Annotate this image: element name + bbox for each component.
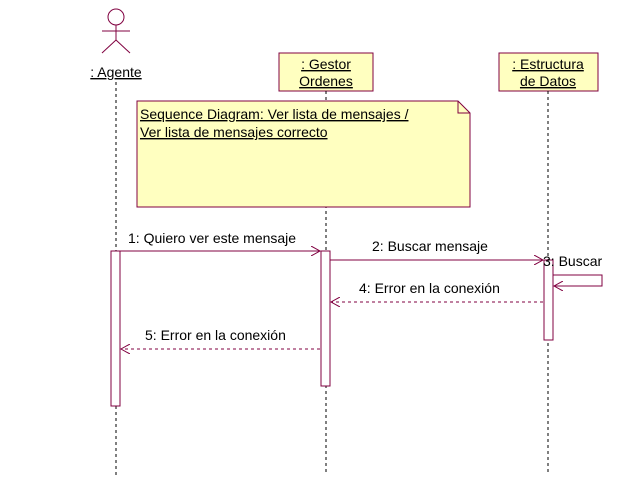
message-label: 3: Buscar bbox=[543, 253, 602, 269]
message-label: 2: Buscar mensaje bbox=[372, 238, 488, 254]
object-estructura-datos: : Estructura de Datos bbox=[498, 52, 599, 92]
object-box bbox=[278, 52, 374, 92]
note: Sequence Diagram: Ver lista de mensajes … bbox=[136, 100, 471, 208]
object-gestor-ordenes: : Gestor Ordenes bbox=[278, 52, 374, 92]
note-line-2: Ver lista de mensajes correcto bbox=[140, 124, 328, 140]
object-box bbox=[498, 52, 599, 92]
activation-estructura bbox=[543, 259, 554, 341]
actor-leg-left bbox=[101, 39, 117, 54]
object-label-line-2: de Datos bbox=[520, 73, 576, 89]
message-arrow bbox=[553, 274, 603, 286]
message-label: 1: Quiero ver este mensaje bbox=[128, 230, 296, 246]
message-4: 4: Error en la conexión bbox=[331, 280, 543, 302]
message-1: 1: Quiero ver este mensaje bbox=[120, 230, 320, 251]
message-2: 2: Buscar mensaje bbox=[330, 238, 543, 260]
actor-label: : Agente bbox=[90, 64, 142, 80]
object-label-line-1: : Estructura bbox=[512, 56, 584, 72]
note-line-1: Sequence Diagram: Ver lista de mensajes … bbox=[140, 106, 409, 122]
message-label: 5: Error en la conexión bbox=[145, 327, 286, 343]
actor-agente: : Agente bbox=[90, 8, 142, 80]
note-body bbox=[136, 100, 471, 208]
activation-gestor bbox=[320, 250, 331, 387]
message-3: 3: Buscar bbox=[543, 253, 603, 286]
note-fold bbox=[457, 101, 470, 114]
actor-leg-right bbox=[115, 39, 131, 54]
object-label-line-2: Ordenes bbox=[299, 73, 353, 89]
actor-head bbox=[107, 8, 125, 26]
object-label-line-1: : Gestor bbox=[301, 56, 351, 72]
message-5: 5: Error en la conexión bbox=[121, 327, 320, 349]
activation-agente bbox=[110, 250, 121, 407]
message-label: 4: Error en la conexión bbox=[359, 280, 500, 296]
